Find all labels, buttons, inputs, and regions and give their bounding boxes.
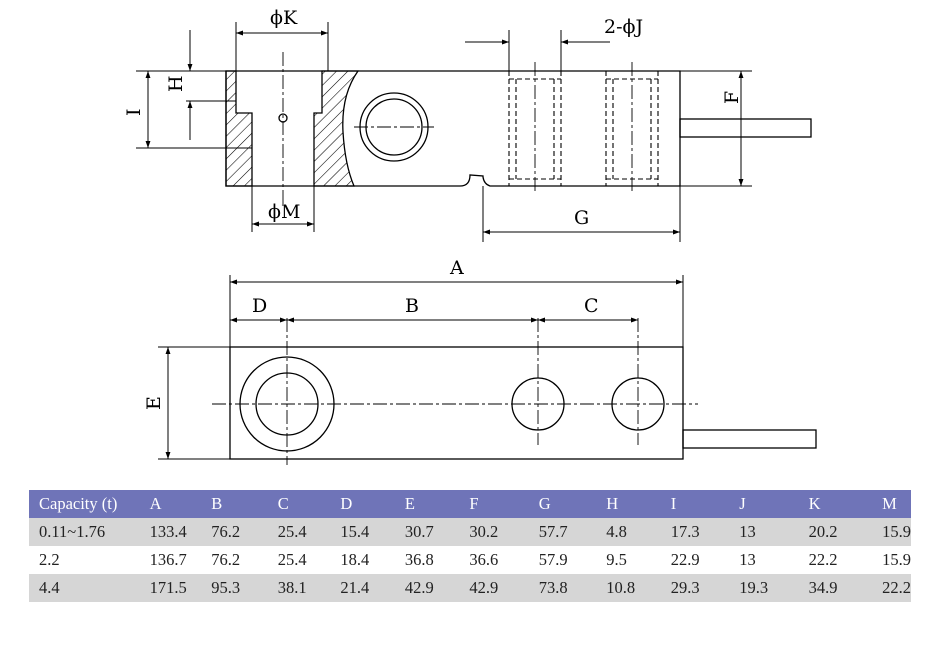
column-header: H <box>606 494 619 513</box>
table-cell: 29.3 <box>670 578 700 597</box>
side-body-outline <box>225 70 681 187</box>
top-dimensions <box>158 275 684 460</box>
column-header: I <box>670 494 677 513</box>
label-b: B <box>405 295 419 317</box>
table-cell: 13 <box>739 550 756 569</box>
table-cell: 76.2 <box>211 550 241 569</box>
side-center-lines <box>282 52 633 205</box>
table-row: 4.4 171.5 95.3 38.1 21.4 42.9 42.9 73.8 … <box>29 574 911 602</box>
table-cell: 76.2 <box>211 522 241 541</box>
top-center-lines <box>212 318 698 465</box>
top-body-outline <box>229 346 684 460</box>
table-cell: 15.9 <box>882 522 911 541</box>
column-header: C <box>277 494 289 513</box>
label-e: E <box>143 396 165 410</box>
table-cell: 13 <box>739 522 756 541</box>
label-a: A <box>449 257 464 279</box>
label-phi-k: ϕK <box>270 7 298 29</box>
table-cell: 15.4 <box>340 522 370 541</box>
table-cell: 42.9 <box>404 578 434 597</box>
label-f: F <box>721 91 743 104</box>
table-cell: 34.9 <box>808 578 838 597</box>
table-cell: 136.7 <box>149 550 187 569</box>
label-phi-m: ϕM <box>268 201 300 223</box>
top-cable <box>682 429 817 449</box>
column-header: Capacity (t) <box>39 494 118 513</box>
table-cell: 30.7 <box>404 522 434 541</box>
table-row: 2.2 136.7 76.2 25.4 18.4 36.8 36.6 57.9 … <box>29 546 911 574</box>
side-cable <box>679 118 812 138</box>
table-cell: 36.8 <box>404 550 434 569</box>
hatched-section-right <box>313 70 360 187</box>
table-cell: 57.9 <box>538 550 568 569</box>
table-cell: 9.5 <box>606 550 627 569</box>
label-c: C <box>584 295 599 317</box>
table-cell: 0.11~1.76 <box>39 522 106 541</box>
table-cell: 133.4 <box>149 522 187 541</box>
table-cell: 25.4 <box>277 522 307 541</box>
table-cell: 36.6 <box>469 550 499 569</box>
column-header: F <box>469 494 479 513</box>
table-cell: 95.3 <box>211 578 241 597</box>
table-cell: 10.8 <box>606 578 636 597</box>
spec-table: Capacity (t) A B C D E F G H I J K M 0.1… <box>29 490 911 602</box>
column-header: J <box>739 494 746 513</box>
table-cell: 73.8 <box>538 578 568 597</box>
label-i: I <box>123 108 145 116</box>
table-cell: 30.2 <box>469 522 499 541</box>
side-dimensions <box>136 22 752 242</box>
table-cell: 2.2 <box>39 550 60 569</box>
table-cell: 38.1 <box>277 578 307 597</box>
hatched-section-left <box>225 70 253 187</box>
table-cell: 4.4 <box>39 578 60 597</box>
table-cell: 18.4 <box>340 550 370 569</box>
table-cell: 57.7 <box>538 522 568 541</box>
column-header: G <box>538 494 551 513</box>
column-header: D <box>340 494 353 513</box>
load-cell-drawing: ϕK 2-ϕJ H I F G ϕM <box>123 7 817 465</box>
table-cell: 25.4 <box>277 550 307 569</box>
side-view <box>136 22 812 242</box>
table-cell: 17.3 <box>670 522 700 541</box>
label-two-phi-j: 2-ϕJ <box>604 16 643 38</box>
column-header: E <box>404 494 415 513</box>
column-header: K <box>808 494 821 513</box>
label-g: G <box>574 207 589 229</box>
label-h: H <box>165 75 187 92</box>
table-row: 0.11~1.76 133.4 76.2 25.4 15.4 30.7 30.2… <box>29 518 911 546</box>
label-d: D <box>252 295 267 317</box>
table-cell: 20.2 <box>808 522 838 541</box>
table-cell: 22.2 <box>882 578 911 597</box>
table-cell: 22.2 <box>808 550 838 569</box>
dashed-holes-j <box>508 71 659 186</box>
column-header: M <box>882 494 897 513</box>
table-cell: 171.5 <box>149 578 187 597</box>
table-cell: 42.9 <box>469 578 499 597</box>
table-cell: 4.8 <box>606 522 627 541</box>
table-cell: 19.3 <box>739 578 769 597</box>
table-header-row: Capacity (t) A B C D E F G H I J K M <box>29 490 911 518</box>
table-cell: 15.9 <box>882 550 911 569</box>
table-cell: 22.9 <box>670 550 700 569</box>
column-header: B <box>211 494 223 513</box>
top-view <box>158 275 817 465</box>
table-cell: 21.4 <box>340 578 370 597</box>
column-header: A <box>149 494 162 513</box>
